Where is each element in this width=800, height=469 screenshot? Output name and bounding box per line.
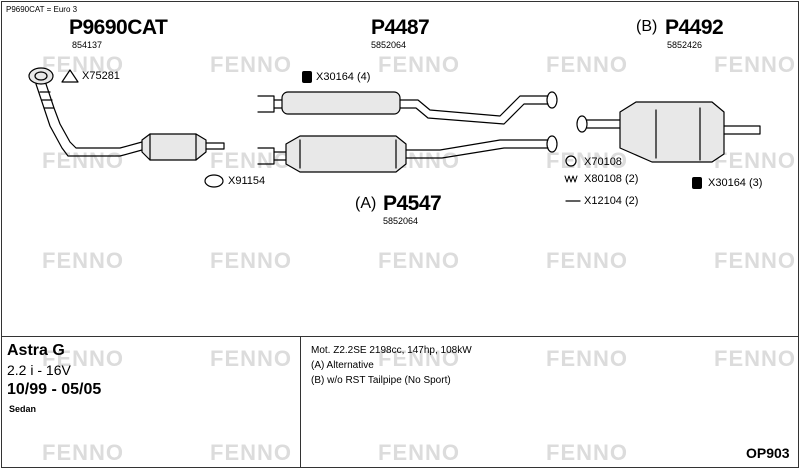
watermark-fenno: FENNO xyxy=(210,440,292,465)
watermark-fenno: FENNO xyxy=(714,52,796,77)
watermark-fenno: FENNO xyxy=(378,346,460,371)
note-no-sport: (B) w/o RST Tailpipe (No Sport) xyxy=(311,375,451,386)
watermark-fenno: FENNO xyxy=(546,346,628,371)
watermark-fenno: FENNO xyxy=(210,248,292,273)
accessory-x75281: X75281 xyxy=(82,70,120,82)
watermark-fenno: FENNO xyxy=(42,440,124,465)
watermark-fenno: FENNO xyxy=(546,248,628,273)
accessory-x30164-3: X30164 (3) xyxy=(708,177,763,189)
accessory-x91154: X91154 xyxy=(228,175,266,187)
note-motor: Mot. Z2.2SE 2198cc, 147hp, 108kW xyxy=(311,345,472,356)
watermark-fenno: FENNO xyxy=(714,148,796,173)
front-pipe-catalyst-drawing xyxy=(28,67,225,161)
watermark-fenno: FENNO xyxy=(714,248,796,273)
part-prefix-p4547: (A) xyxy=(355,195,377,212)
part-code-p9690cat: 854137 xyxy=(72,40,103,50)
vehicle-engine: 2.2 i - 16V xyxy=(7,362,71,378)
watermark-fenno: FENNO xyxy=(210,52,292,77)
part-code-p4492: 5852426 xyxy=(667,40,703,50)
part-number-p4492: P4492 xyxy=(665,16,724,39)
diagram-code: OP903 xyxy=(746,445,790,461)
vehicle-body: Sedan xyxy=(9,404,37,414)
rear-silencer-drawing xyxy=(576,101,761,163)
clamp-icon xyxy=(692,177,702,189)
part-prefix-p4492: (B) xyxy=(636,18,658,35)
euro-norm-note: P9690CAT = Euro 3 xyxy=(6,5,78,14)
centre-pipe-drawing xyxy=(257,91,558,125)
part-code-p4487: 5852064 xyxy=(371,40,407,50)
part-number-p9690cat: P9690CAT xyxy=(69,16,168,39)
watermark-fenno: FENNO xyxy=(42,148,124,173)
part-code-p4547: 5852064 xyxy=(383,216,419,226)
accessory-x30164-4: X30164 (4) xyxy=(316,71,371,83)
accessory-x12104: X12104 (2) xyxy=(584,195,639,207)
watermark-fenno: FENNO xyxy=(378,248,460,273)
divider-vertical xyxy=(300,336,301,468)
watermark-fenno: FENNO xyxy=(210,346,292,371)
gasket-icons xyxy=(61,69,581,202)
watermark-fenno: FENNO xyxy=(42,248,124,273)
watermark-fenno: FENNO xyxy=(546,148,628,173)
alt-centre-pipe-drawing xyxy=(257,135,558,173)
watermark-fenno: FENNO xyxy=(378,440,460,465)
accessory-x70108: X70108 xyxy=(584,156,622,168)
watermark-fenno: FENNO xyxy=(714,346,796,371)
watermark-fenno: FENNO xyxy=(546,52,628,77)
watermark-fenno: FENNO xyxy=(378,52,460,77)
watermark-fenno: FENNO xyxy=(546,440,628,465)
vehicle-model: Astra G xyxy=(7,342,65,359)
accessory-x80108: X80108 (2) xyxy=(584,173,639,185)
part-number-p4547: P4547 xyxy=(383,192,442,215)
part-number-p4487: P4487 xyxy=(371,16,430,39)
watermark-fenno: FENNO xyxy=(42,52,124,77)
clamp-icon xyxy=(302,71,312,83)
note-alternative: (A) Alternative xyxy=(311,360,374,371)
vehicle-years: 10/99 - 05/05 xyxy=(7,381,102,398)
watermark-fenno: FENNO xyxy=(42,346,124,371)
divider-horizontal xyxy=(1,336,799,337)
